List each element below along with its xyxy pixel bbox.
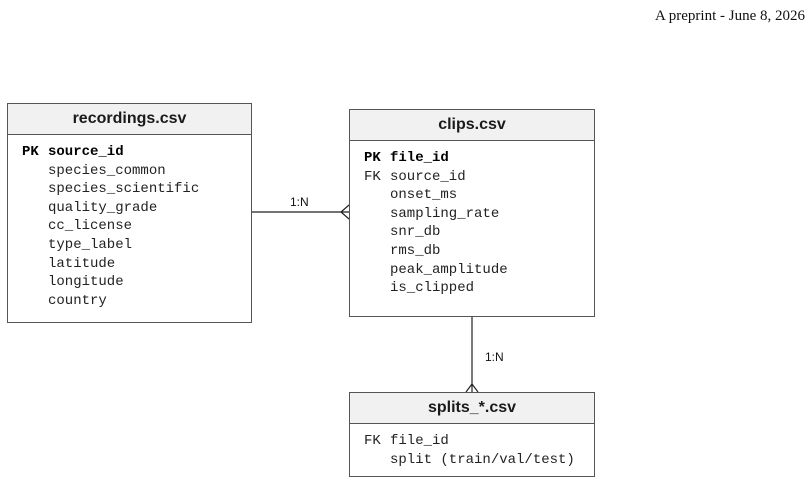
field-name: source_id [390, 168, 466, 185]
field: peak_amplitude [390, 261, 508, 278]
entity-clips: clips.csv PK file_id FK source_id onset_ms… [349, 109, 595, 317]
relation-label-recordings-clips: 1:N [290, 195, 309, 209]
relation-label-clips-splits: 1:N [485, 350, 504, 364]
field: snr_db [390, 224, 441, 241]
field-name: file_id [390, 150, 449, 166]
field: longitude [48, 274, 124, 291]
field: country [48, 292, 107, 309]
fk-tag: FK [364, 433, 381, 449]
entity-title: clips.csv [350, 110, 594, 141]
field: latitude [48, 255, 116, 272]
field: rms_db [390, 242, 441, 259]
field: is_clipped [390, 280, 475, 297]
field: split (train/val/test) [390, 451, 575, 468]
field: species_scientific [48, 181, 200, 198]
foreign-key-field: FK source_id [364, 168, 594, 187]
entity-title: recordings.csv [8, 104, 251, 135]
field-name: file_id [390, 433, 449, 449]
crowfoot-recordings-clips [340, 204, 350, 220]
entity-title: splits_*.csv [350, 393, 594, 424]
fk-tag: FK [364, 168, 381, 185]
primary-key-field: PK source_id [22, 143, 251, 162]
foreign-key-field: FK file_id [364, 432, 594, 451]
field: onset_ms [390, 187, 458, 204]
field: cc_license [48, 218, 133, 235]
field-name: source_id [48, 144, 124, 160]
field: quality_grade [48, 199, 158, 216]
pk-tag: PK [22, 144, 39, 160]
crowfoot-clips-splits [465, 383, 479, 393]
entity-recordings: recordings.csv PK source_id species_commo… [7, 103, 252, 323]
pk-tag: PK [364, 150, 381, 166]
field: species_common [48, 162, 166, 179]
running-header: A preprint - June 8, 2026 [655, 8, 805, 24]
field: sampling_rate [390, 205, 500, 222]
entity-splits: splits_*.csv FK file_id split (train/val/… [349, 392, 595, 477]
field: type_label [48, 236, 133, 253]
primary-key-field: PK file_id [364, 149, 594, 168]
